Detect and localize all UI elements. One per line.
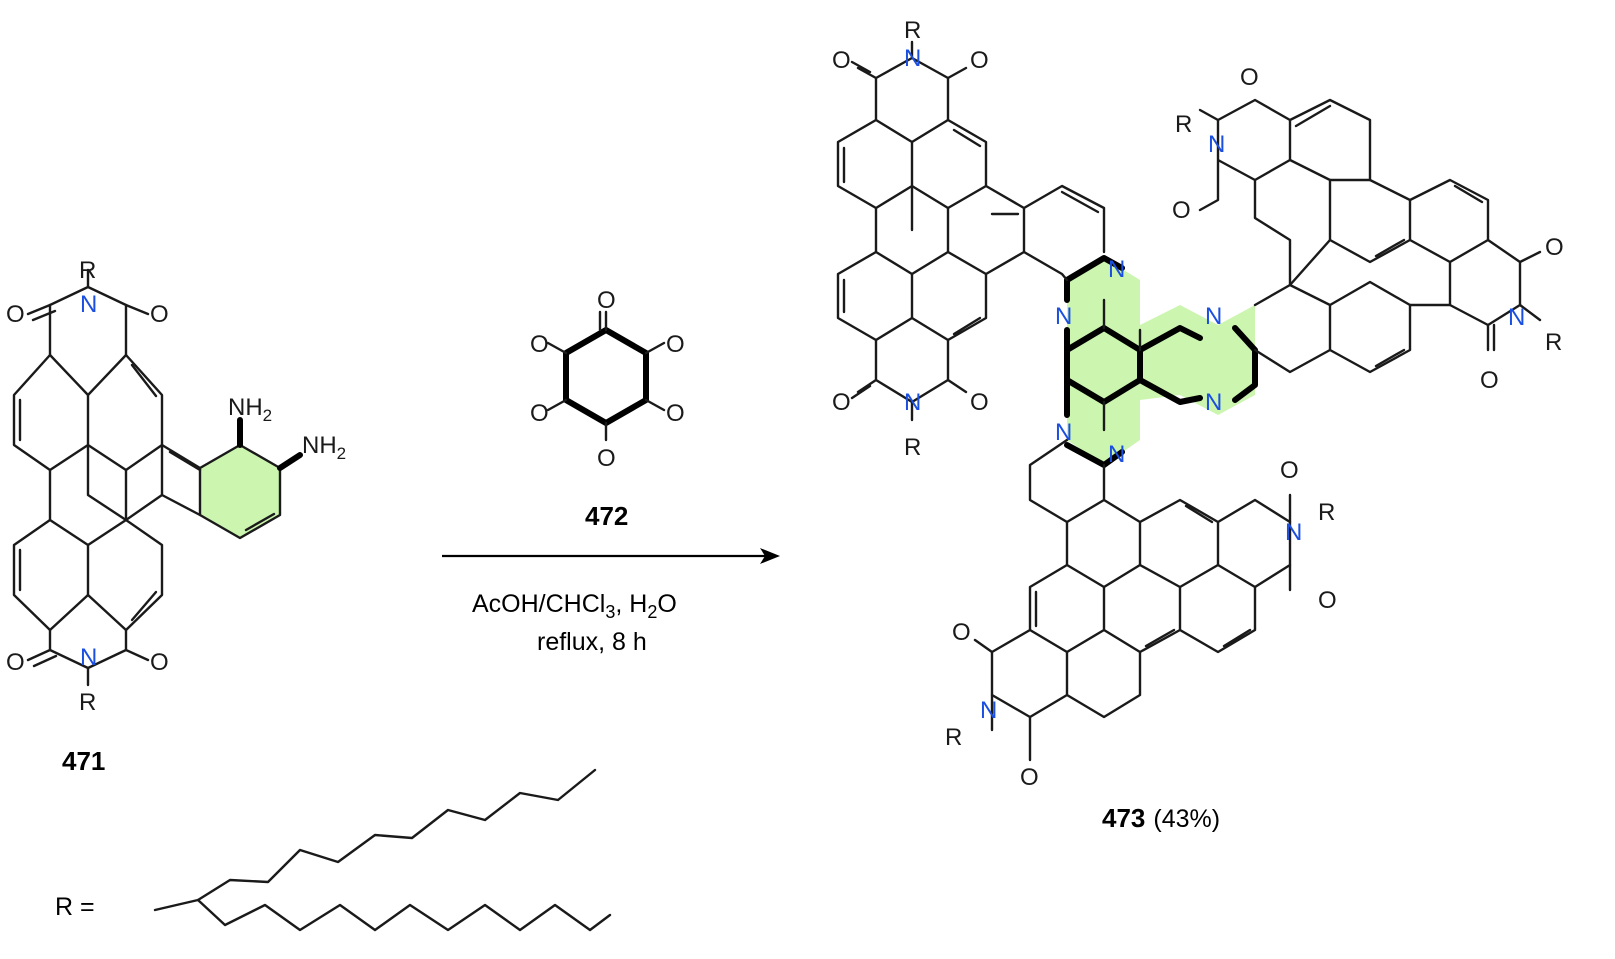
- reagent-472-structure: [546, 310, 666, 442]
- atom-N-core-6: N: [1108, 441, 1125, 468]
- atom-O-472-lr: O: [666, 400, 685, 427]
- atom-N-core-2: N: [1055, 303, 1072, 330]
- compound-label-473: 473(43%): [1102, 803, 1220, 833]
- atom-NH2-1: NH2: [228, 394, 272, 425]
- atom-O-tl-2: O: [970, 47, 989, 74]
- atom-N-b-2: N: [980, 697, 997, 724]
- highlighted-core: [1067, 258, 1255, 465]
- conditions-line-1: AcOH/CHCl3, H2O: [472, 590, 677, 622]
- compound-label-471: 471: [62, 746, 105, 776]
- atom-N-core-5: N: [1205, 389, 1222, 416]
- conditions-line-2: reflux, 8 h: [537, 628, 647, 656]
- r-group-alkyl-chain: [153, 768, 612, 932]
- atom-O-tr-1: O: [1240, 64, 1259, 91]
- atom-R-tl-top: R: [904, 17, 921, 44]
- atom-O-tr-4: O: [1480, 367, 1499, 394]
- atom-N-core-1: N: [1108, 256, 1125, 283]
- product-473-structure: [836, 40, 1542, 762]
- atom-N-core-4: N: [1055, 419, 1072, 446]
- atom-N-bottom: N: [80, 644, 97, 671]
- atom-O-tl-1: O: [832, 47, 851, 74]
- highlighted-ring: [200, 445, 280, 538]
- atom-N-core-3: N: [1205, 303, 1222, 330]
- reaction-arrow: [442, 548, 780, 564]
- atom-O-tr-3: O: [1545, 234, 1564, 261]
- atom-N-tl-bottom: N: [904, 389, 921, 416]
- atom-O-top-right: O: [150, 301, 169, 328]
- atom-O-bottom-right: O: [150, 649, 169, 676]
- atom-O-b-2: O: [1318, 587, 1337, 614]
- atom-O-tl-4: O: [970, 389, 989, 416]
- atom-O-tr-2: O: [1172, 197, 1191, 224]
- atom-N-tr-1: N: [1208, 131, 1225, 158]
- atom-R-bottom: R: [79, 689, 96, 716]
- product-473-atoms: N N N N N N R N O O O N O R O R N O O N …: [832, 17, 1564, 791]
- atom-O-472-ul: O: [530, 331, 549, 358]
- atom-O-472-ll: O: [530, 400, 549, 427]
- atom-N-tl-top: N: [904, 45, 921, 72]
- atom-R-top: R: [79, 257, 96, 284]
- atom-O-472-top: O: [597, 287, 616, 314]
- atom-O-top-left: O: [6, 301, 25, 328]
- atom-O-472-bottom: O: [597, 445, 616, 472]
- atom-O-tl-3: O: [832, 389, 851, 416]
- atom-O-472-ur: O: [666, 331, 685, 358]
- reagent-472-atoms: O O O O O O: [530, 287, 685, 472]
- atom-N-top: N: [80, 291, 97, 318]
- atom-R-b-2: R: [945, 724, 962, 751]
- atom-O-b-3: O: [952, 619, 971, 646]
- atom-O-bottom-left: O: [6, 649, 25, 676]
- atom-N-b-1: N: [1285, 519, 1302, 546]
- r-group-label: R =: [55, 893, 95, 921]
- atom-R-tr-2: R: [1545, 329, 1562, 356]
- atom-NH2-2: NH2: [302, 432, 346, 463]
- atom-O-b-1: O: [1280, 457, 1299, 484]
- reactant-471-atoms: R N O O NH2 NH2 N O O R: [6, 257, 346, 716]
- compound-label-472: 472: [585, 501, 628, 531]
- atom-R-tr-1: R: [1175, 111, 1192, 138]
- atom-O-b-4: O: [1020, 764, 1039, 791]
- reactant-471-structure: [12, 268, 303, 687]
- atom-R-b-1: R: [1318, 499, 1335, 526]
- atom-N-tr-2: N: [1508, 304, 1525, 331]
- atom-R-tl-bottom: R: [904, 434, 921, 461]
